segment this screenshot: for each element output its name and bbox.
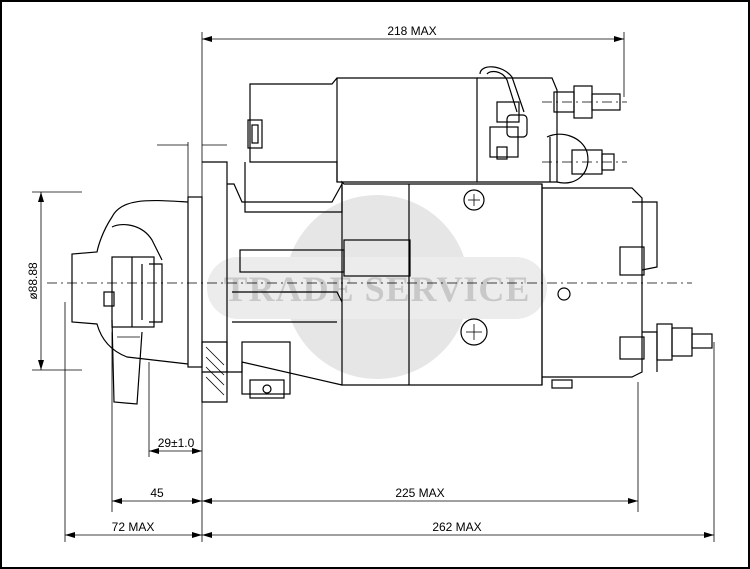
dim-diameter: ø88.88 [26, 262, 40, 300]
drive-housing [202, 161, 411, 399]
dim-29: 29±1.0 [158, 436, 195, 450]
dimension-labels: 218 MAX ø88.88 29±1.0 45 225 MAX 72 MAX … [26, 24, 482, 534]
flange-and-pinion [71, 196, 228, 405]
motor-body [341, 180, 658, 389]
watermark-text: TRADE SERVICE [224, 269, 531, 309]
dim-218-max: 218 MAX [387, 24, 436, 38]
terminal-stud [656, 323, 713, 361]
solenoid [244, 66, 621, 213]
watermark: TRADE SERVICE [207, 195, 547, 379]
dim-45: 45 [150, 486, 164, 500]
dim-262-max: 262 MAX [432, 520, 481, 534]
dimension-lines [38, 36, 714, 538]
dim-72-max: 72 MAX [112, 520, 155, 534]
dim-225-max: 225 MAX [395, 486, 444, 500]
